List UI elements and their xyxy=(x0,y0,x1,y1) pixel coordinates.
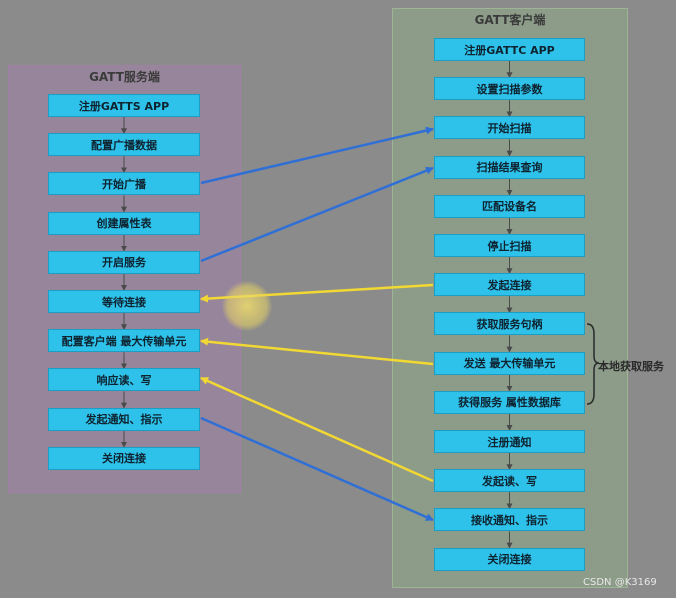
server-panel-title: GATT服务端 xyxy=(89,70,160,84)
client-step-1: 注册GATTC APP xyxy=(434,38,585,61)
vertical-flow-lines xyxy=(121,61,513,549)
client-step-7: 发起连接 xyxy=(434,273,585,297)
cross-arrows xyxy=(200,126,434,522)
client-step-10: 获得服务 属性数据库 xyxy=(434,390,585,414)
arrow-advertise-to-scan xyxy=(200,126,434,185)
server-step-6: 等待连接 xyxy=(48,290,200,313)
server-step-8: 响应读、写 xyxy=(48,368,200,392)
server-step-9: 发起通知、指示 xyxy=(48,407,200,431)
client-step-2: 设置扫描参数 xyxy=(434,77,585,101)
client-panel-title: GATT客户端 xyxy=(474,13,546,27)
server-step-7: 配置客户端 最大传输单元 xyxy=(48,329,200,353)
arrow-mtu-to-config xyxy=(200,337,434,366)
server-step-2: 配置广播数据 xyxy=(48,133,200,157)
client-step-13: 接收通知、指示 xyxy=(434,508,585,532)
client-step-3: 开始扫描 xyxy=(434,116,585,140)
server-step-10: 关闭连接 xyxy=(48,446,200,470)
client-step-8: 获取服务句柄 xyxy=(434,312,585,336)
client-step-5: 匹配设备名 xyxy=(434,194,585,218)
arrow-readwrite-to-respond xyxy=(200,376,434,483)
server-step-3: 开始广播 xyxy=(48,172,200,196)
server-step-1: 注册GATTS APP xyxy=(48,94,200,117)
pointer-highlight xyxy=(222,281,272,331)
client-step-14: 关闭连接 xyxy=(434,547,585,571)
client-step-12: 发起读、写 xyxy=(434,469,585,493)
client-step-6: 停止扫描 xyxy=(434,234,585,257)
client-step-9: 发送 最大传输单元 xyxy=(434,351,585,375)
watermark: CSDN @K3169 xyxy=(583,577,657,588)
arrow-notify-to-receive xyxy=(200,416,434,522)
bracket-label: 本地获取服务 xyxy=(598,360,664,373)
server-step-5: 开启服务 xyxy=(48,250,200,274)
arrow-service-to-scan-result xyxy=(200,166,434,263)
client-step-11: 注册通知 xyxy=(434,430,585,453)
client-step-4: 扫描结果查询 xyxy=(434,155,585,179)
service-bracket xyxy=(586,323,600,405)
server-step-4: 创建属性表 xyxy=(48,211,200,235)
